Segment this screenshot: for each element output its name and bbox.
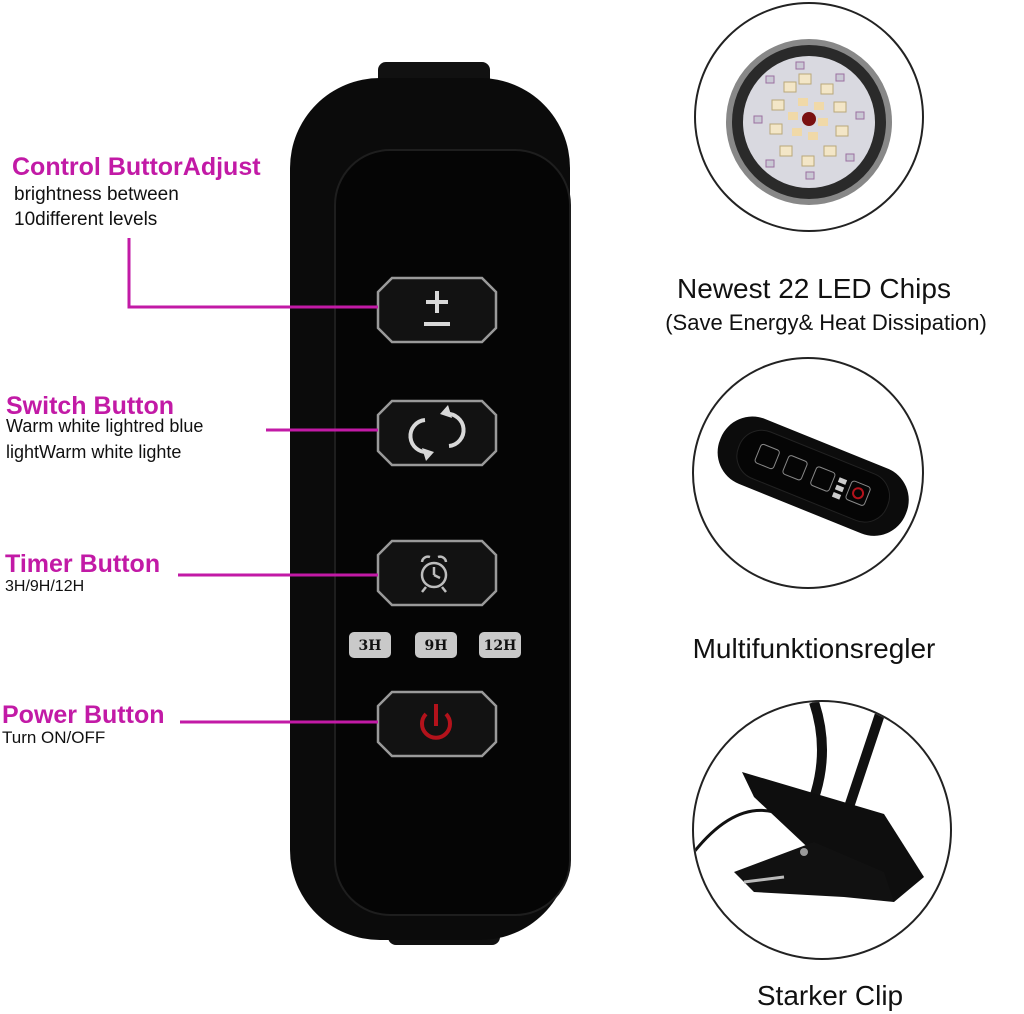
control-button-title: Control ButtorAdjust <box>12 153 261 181</box>
power-button-title: Power Button <box>2 701 165 729</box>
control-button-desc-1: brightness between <box>14 184 179 205</box>
cycle-icon <box>408 405 466 461</box>
power-button[interactable] <box>376 690 498 758</box>
timer-button[interactable] <box>376 539 498 607</box>
switch-desc-bg <box>6 416 266 434</box>
control-callout-line <box>127 238 378 309</box>
svg-text:12H: 12H <box>484 638 517 654</box>
alarm-clock-icon <box>420 555 448 593</box>
led-lamp-illustration <box>726 39 892 205</box>
switch-button[interactable] <box>376 399 498 467</box>
plus-minus-icon <box>424 291 450 326</box>
power-button-desc: Turn ON/OFF <box>2 728 106 747</box>
led-caption-sub: (Save Energy& Heat Dissipation) <box>665 310 987 335</box>
timer-indicator-12h: 12H <box>479 632 521 658</box>
power-icon <box>420 704 452 740</box>
controller-illustration <box>717 416 909 536</box>
controller-photo <box>692 357 924 589</box>
svg-text:3H: 3H <box>359 638 382 654</box>
control-button-desc-2: 10different levels <box>14 209 158 230</box>
timer-indicator-9h: 9H <box>415 632 457 658</box>
switch-button-title: Switch Button <box>6 392 175 420</box>
switch-button-desc-1: Warm white lightred blue <box>6 416 204 436</box>
timer-indicator-3h: 3H <box>349 632 391 658</box>
timer-button-desc: 3H/9H/12H <box>5 578 85 595</box>
controller-caption: Multifunktionsregler <box>692 633 936 664</box>
clip-caption: Starker Clip <box>756 980 904 1011</box>
clip-photo <box>692 700 952 960</box>
remote-panel <box>334 149 571 916</box>
brightness-button[interactable] <box>376 276 498 344</box>
switch-button-desc-2: lightWarm white lighte <box>6 442 182 462</box>
clip-illustration <box>694 702 924 902</box>
led-caption-title: Newest 22 LED Chips <box>677 273 951 304</box>
timer-button-title: Timer Button <box>5 550 161 578</box>
svg-text:9H: 9H <box>425 638 448 654</box>
led-chips-photo <box>694 2 924 232</box>
